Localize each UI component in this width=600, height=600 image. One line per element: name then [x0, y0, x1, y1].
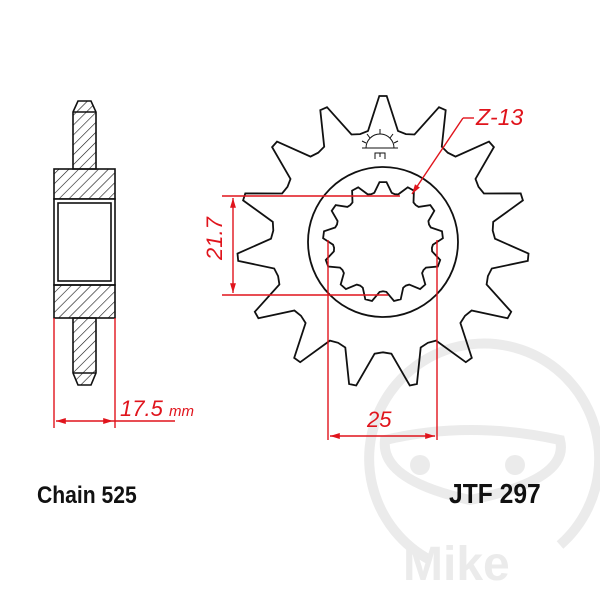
width-dimension: [53, 318, 175, 428]
width-dimension-value: 17.5 mm: [120, 396, 194, 421]
jt-logo-icon: [361, 129, 399, 159]
hub-circle: [307, 166, 459, 318]
spline-height-value: 21.7: [202, 217, 227, 260]
spline-width-dimension: [327, 240, 438, 440]
chain-label: Chain 525: [37, 482, 137, 509]
sprocket-outer-profile: [236, 95, 530, 387]
spline-width-value: 25: [367, 407, 392, 432]
side-section-view: [53, 100, 116, 386]
watermark-text: Mike: [403, 538, 510, 591]
width-dimension-unit: mm: [168, 403, 194, 420]
spline-teeth-value: Z-13: [476, 104, 524, 130]
part-number: JTF 297: [449, 478, 541, 509]
spline-teeth-leader: [411, 117, 474, 195]
spline-profile: [322, 181, 444, 303]
spline-height-dimension: [222, 195, 400, 296]
